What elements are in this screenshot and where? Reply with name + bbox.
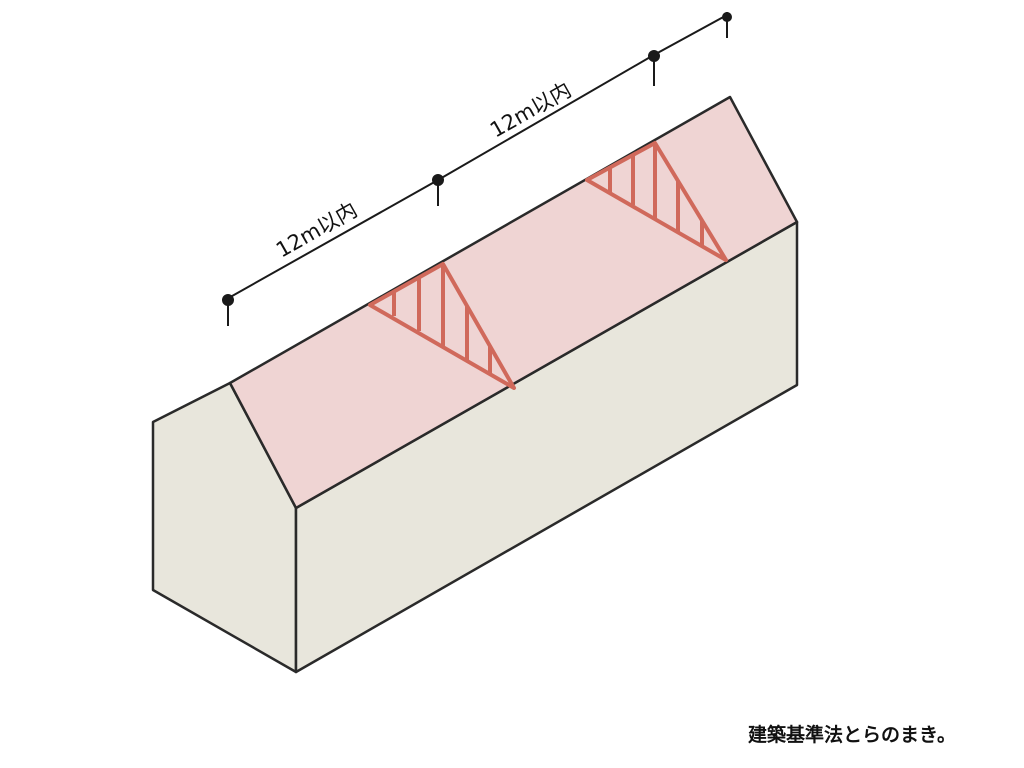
slope-triangle-1 xyxy=(368,262,516,390)
caption: 建築基準法とらのまき。 xyxy=(748,724,957,746)
dimension-line xyxy=(222,12,732,326)
slope-triangle-2 xyxy=(585,141,728,262)
